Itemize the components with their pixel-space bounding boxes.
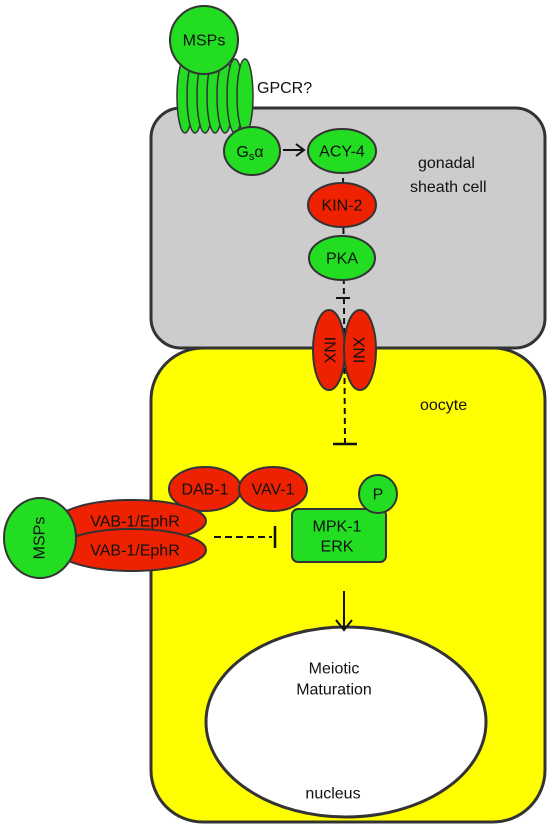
sheath-label-line2: sheath cell: [410, 179, 487, 196]
kin2-label: KIN-2: [322, 198, 363, 215]
mpk1-label: MPK-1: [313, 519, 362, 536]
phosphate-label: P: [373, 487, 384, 504]
acy4-label: ACY-4: [319, 144, 365, 161]
mpk1-erk-node: [291, 508, 387, 563]
gpcr-label: GPCR?: [257, 80, 312, 97]
vav1-node: [238, 466, 308, 512]
mpk1-to-maturation-arrowhead: [335, 619, 353, 632]
vav1-label: VAV-1: [252, 482, 295, 499]
pka-node: [308, 235, 376, 281]
gs-alpha-symbol: α: [254, 144, 263, 161]
gs-alpha-label: Gsα: [236, 144, 263, 164]
pka-label: PKA: [326, 251, 358, 268]
acy4-node: [307, 128, 377, 174]
gs-alpha-sub: s: [249, 151, 255, 163]
inx-right-node: [343, 309, 377, 391]
oocyte-label: oocyte: [420, 397, 467, 414]
phosphate-node: [358, 474, 398, 514]
dab1-label: DAB-1: [181, 482, 228, 499]
inx-gap-junction: INX INX: [312, 309, 377, 391]
msps-left-label: MSPs: [32, 517, 49, 560]
kin2-node: [307, 182, 377, 228]
vab1-ephr-bottom-label: VAB-1/EphR: [90, 543, 180, 560]
gs-alpha-node: [223, 126, 281, 176]
msps-top-label: MSPs: [183, 33, 226, 50]
gpcr-receptor: [176, 58, 254, 134]
gs-to-acy4-arrowhead: [295, 143, 306, 157]
erk-label: ERK: [321, 539, 354, 556]
sheath-label-line1: gonadal: [418, 155, 475, 172]
msps-ligand-top: [169, 5, 239, 75]
meiotic-label: Meiotic: [309, 661, 360, 678]
vab1-ephr-top-label: VAB-1/EphR: [90, 514, 180, 531]
gs-alpha-main: G: [236, 144, 248, 161]
inx-right-label: INX: [352, 336, 369, 363]
maturation-label: Maturation: [296, 682, 372, 699]
nucleus-label: nucleus: [305, 786, 360, 803]
inx-left-label: INX: [321, 337, 338, 364]
msps-ligand-left: [3, 497, 77, 579]
